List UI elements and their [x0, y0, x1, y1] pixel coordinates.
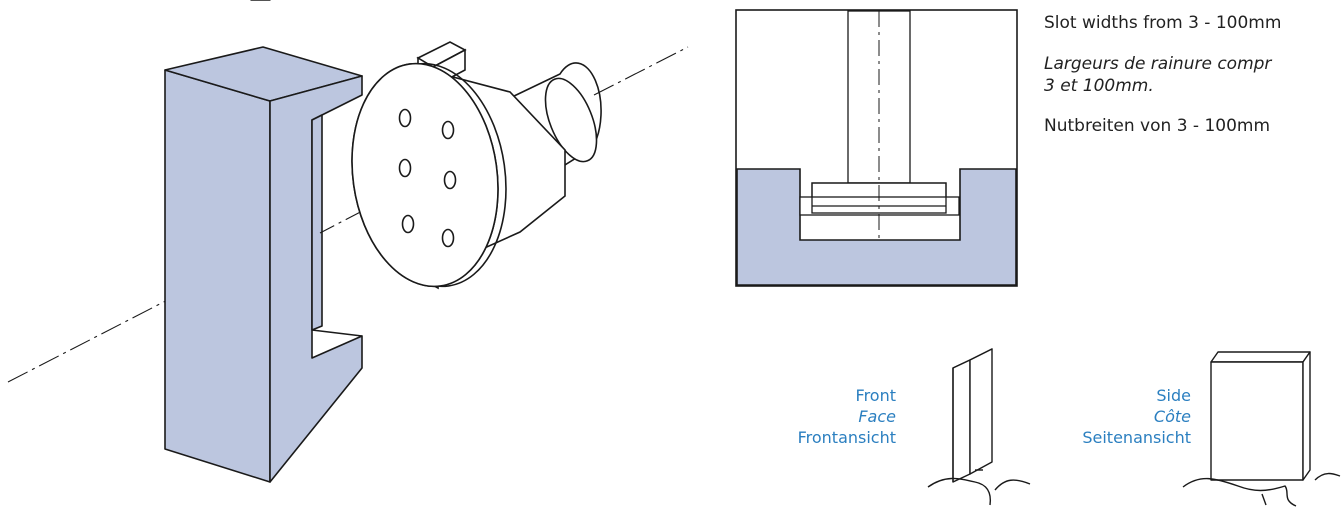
section-workpiece [736, 168, 1017, 286]
side-profile-body [1210, 361, 1304, 481]
workpiece-isometric [7, 46, 369, 483]
cutter-holes [398, 108, 457, 248]
slot-width-fr-line1: Largeurs de rainure compr [1044, 54, 1272, 74]
front-profile-body [969, 348, 993, 475]
workpiece-front-face [164, 69, 271, 483]
side-label-de: Seitenansicht [1082, 428, 1191, 447]
cutter-isometric [351, 41, 689, 290]
side-profile-sketch [1182, 351, 1341, 507]
slot-width-de: Nutbreiten von 3 - 100mm [1044, 116, 1271, 136]
axis-line-right [593, 46, 689, 96]
front-profile-sketch [250, 0, 1031, 506]
front-label-de: Frontansicht [797, 428, 896, 447]
side-label-fr: Côte [1153, 407, 1191, 426]
slot-inner-wall [311, 114, 323, 331]
axis-line-left [7, 271, 223, 383]
side-label-en: Side [1156, 386, 1191, 405]
section-arbor [847, 10, 911, 184]
axis-line-center [319, 207, 369, 234]
slot-width-fr-line2: 3 et 100mm. [1044, 76, 1154, 96]
workpiece-side-face [269, 75, 363, 483]
slot-width-en: Slot widths from 3 - 100mm [1044, 13, 1282, 33]
front-label-en: Front [855, 386, 896, 405]
front-label-fr: Face [858, 407, 896, 426]
slot-section-view [735, 9, 1018, 287]
